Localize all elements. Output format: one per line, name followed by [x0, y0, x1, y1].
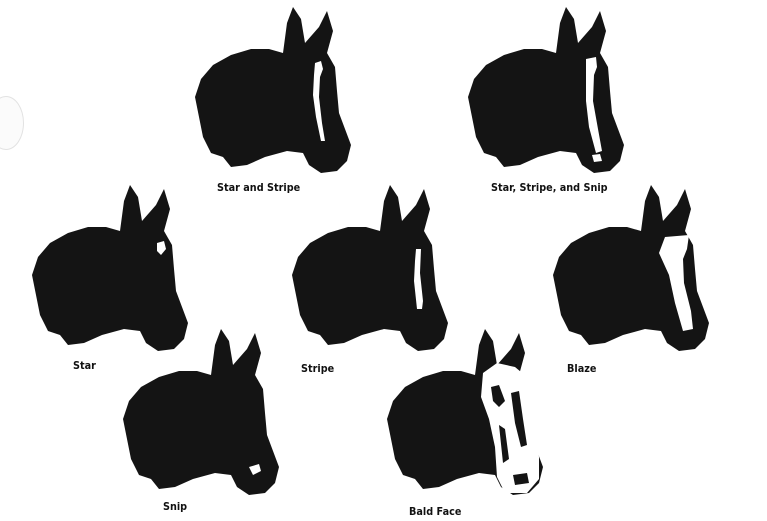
horse-head-blaze [553, 183, 713, 353]
caption-bald-face: Bald Face [409, 505, 461, 518]
caption-star: Star [73, 359, 96, 372]
horse-head-star-and-stripe [195, 5, 355, 175]
caption-snip: Snip [163, 500, 187, 513]
horse-head-snip [123, 327, 283, 497]
horse-head-bald-face [387, 327, 547, 497]
horse-head-star-stripe-and-snip [468, 5, 628, 175]
caption-star-and-stripe: Star and Stripe [217, 181, 300, 194]
caption-blaze: Blaze [567, 362, 596, 375]
caption-stripe: Stripe [301, 362, 334, 375]
